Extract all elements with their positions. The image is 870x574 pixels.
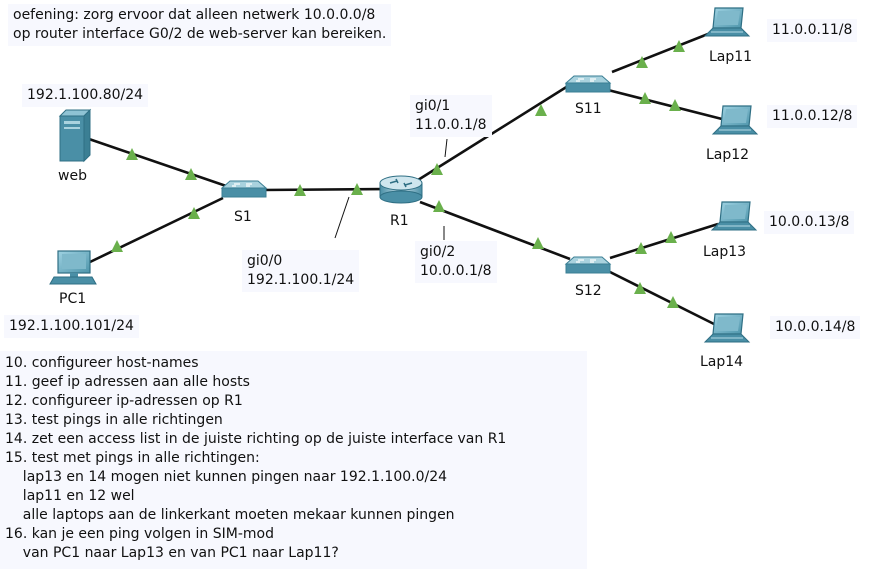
link-up-triangle bbox=[532, 237, 544, 249]
link-up-triangle bbox=[667, 296, 679, 308]
link-up-triangle bbox=[188, 207, 200, 219]
laptop-icon[interactable] bbox=[711, 201, 757, 231]
exercise-note: oefening: zorg ervoor dat alleen netwerk… bbox=[8, 4, 392, 46]
link-status-triangles bbox=[111, 40, 685, 308]
link-r1-s11 bbox=[417, 84, 569, 182]
link-up-triangle bbox=[433, 200, 445, 212]
address-label-lap14: 10.0.0.14/8 bbox=[770, 316, 861, 339]
switch-icon[interactable] bbox=[221, 180, 267, 198]
node-label-web: web bbox=[58, 168, 87, 184]
link-up-triangle bbox=[634, 282, 646, 294]
address-label-web: 192.1.100.80/24 bbox=[22, 84, 149, 107]
node-label-r1: R1 bbox=[390, 213, 409, 229]
task-list: 10. configureer host-names 11. geef ip a… bbox=[0, 351, 587, 569]
link-up-triangle bbox=[126, 148, 138, 160]
link-pc1-s1 bbox=[89, 196, 224, 264]
node-label-s12: S12 bbox=[575, 283, 602, 299]
laptop-icon[interactable] bbox=[712, 105, 758, 135]
node-label-lap11: Lap11 bbox=[709, 49, 752, 65]
laptop-icon[interactable] bbox=[704, 313, 750, 343]
router-icon[interactable] bbox=[379, 175, 423, 204]
link-up-triangle bbox=[535, 104, 547, 116]
link-up-triangle bbox=[669, 99, 681, 111]
link-up-triangle bbox=[665, 231, 677, 243]
pc-icon[interactable] bbox=[49, 250, 97, 285]
node-label-s1: S1 bbox=[234, 209, 252, 225]
callout-lines bbox=[334, 138, 448, 240]
node-label-lap12: Lap12 bbox=[706, 147, 749, 163]
link-s12-lap14 bbox=[603, 267, 717, 327]
switch-icon[interactable] bbox=[565, 75, 611, 93]
link-s1-r1 bbox=[261, 187, 385, 192]
address-label-lap13: 10.0.0.13/8 bbox=[764, 211, 855, 234]
link-up-triangle bbox=[111, 240, 123, 252]
laptop-icon[interactable] bbox=[704, 7, 750, 37]
address-label-lap12: 11.0.0.12/8 bbox=[767, 105, 858, 128]
link-up-triangle bbox=[673, 40, 685, 52]
address-label-lap11: 11.0.0.11/8 bbox=[767, 19, 858, 42]
server-icon[interactable] bbox=[58, 108, 92, 163]
link-up-triangle bbox=[635, 242, 647, 254]
link-up-triangle bbox=[185, 168, 197, 180]
link-up-triangle bbox=[636, 56, 648, 68]
link-s12-lap13 bbox=[609, 222, 719, 260]
link-up-triangle bbox=[431, 163, 443, 175]
link-s11-lap12 bbox=[607, 88, 723, 121]
switch-icon[interactable] bbox=[565, 256, 611, 274]
link-up-triangle bbox=[639, 92, 651, 104]
node-label-pc1: PC1 bbox=[59, 291, 86, 307]
node-label-lap13: Lap13 bbox=[703, 244, 746, 260]
node-label-s11: S11 bbox=[575, 101, 602, 117]
address-label-pc1: 192.1.100.101/24 bbox=[4, 315, 139, 338]
node-label-lap14: Lap14 bbox=[700, 354, 743, 370]
link-s11-lap11 bbox=[611, 32, 709, 74]
interface-label-gi0-0: gi0/0 192.1.100.1/24 bbox=[242, 250, 360, 292]
interface-label-gi0-2: gi0/2 10.0.0.1/8 bbox=[415, 241, 497, 283]
link-up-triangle bbox=[351, 183, 363, 195]
link-web-s1 bbox=[88, 137, 233, 190]
link-r1-s12 bbox=[419, 200, 571, 261]
link-up-triangle bbox=[294, 184, 306, 196]
interface-label-gi0-1: gi0/1 11.0.0.1/8 bbox=[410, 95, 492, 137]
